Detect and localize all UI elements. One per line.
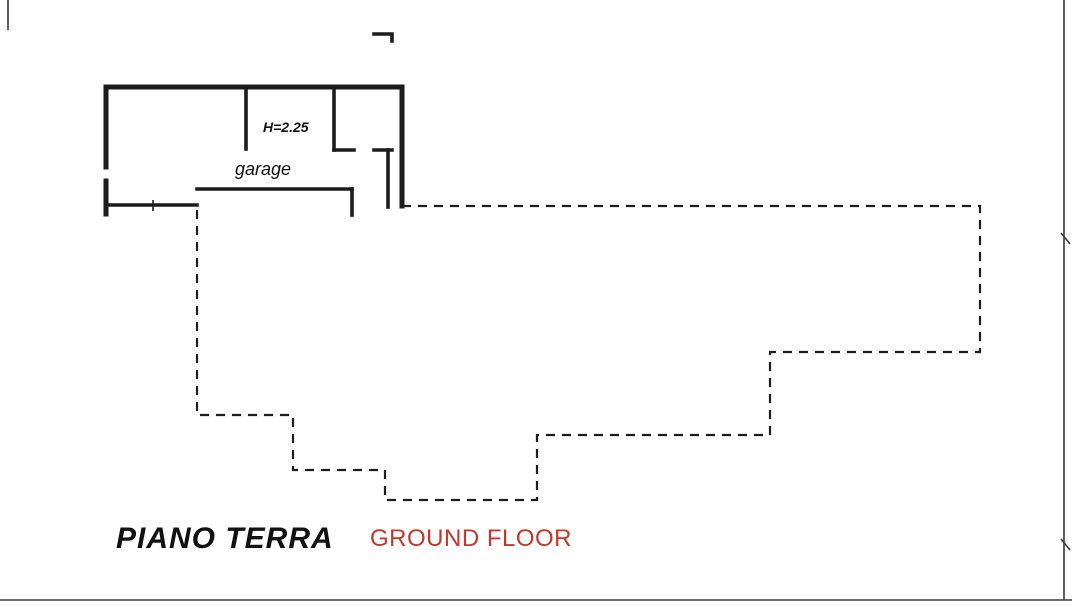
room-name-label: garage — [235, 159, 291, 179]
room-height-label: H=2.25 — [263, 119, 309, 135]
top-projection-mark — [372, 32, 394, 43]
floor-outline-dashed — [195, 204, 982, 502]
right-fold-mark-bottom — [1060, 538, 1071, 551]
right-fold-mark-top — [1060, 232, 1071, 245]
garage-walls — [103, 32, 405, 217]
footprint-outline — [195, 204, 982, 502]
floor-title-english: GROUND FLOOR — [370, 525, 572, 552]
plan-labels: H=2.25 garage PIANO TERRA GROUND FLOOR — [116, 119, 572, 555]
floor-title-italian: PIANO TERRA — [116, 522, 334, 555]
